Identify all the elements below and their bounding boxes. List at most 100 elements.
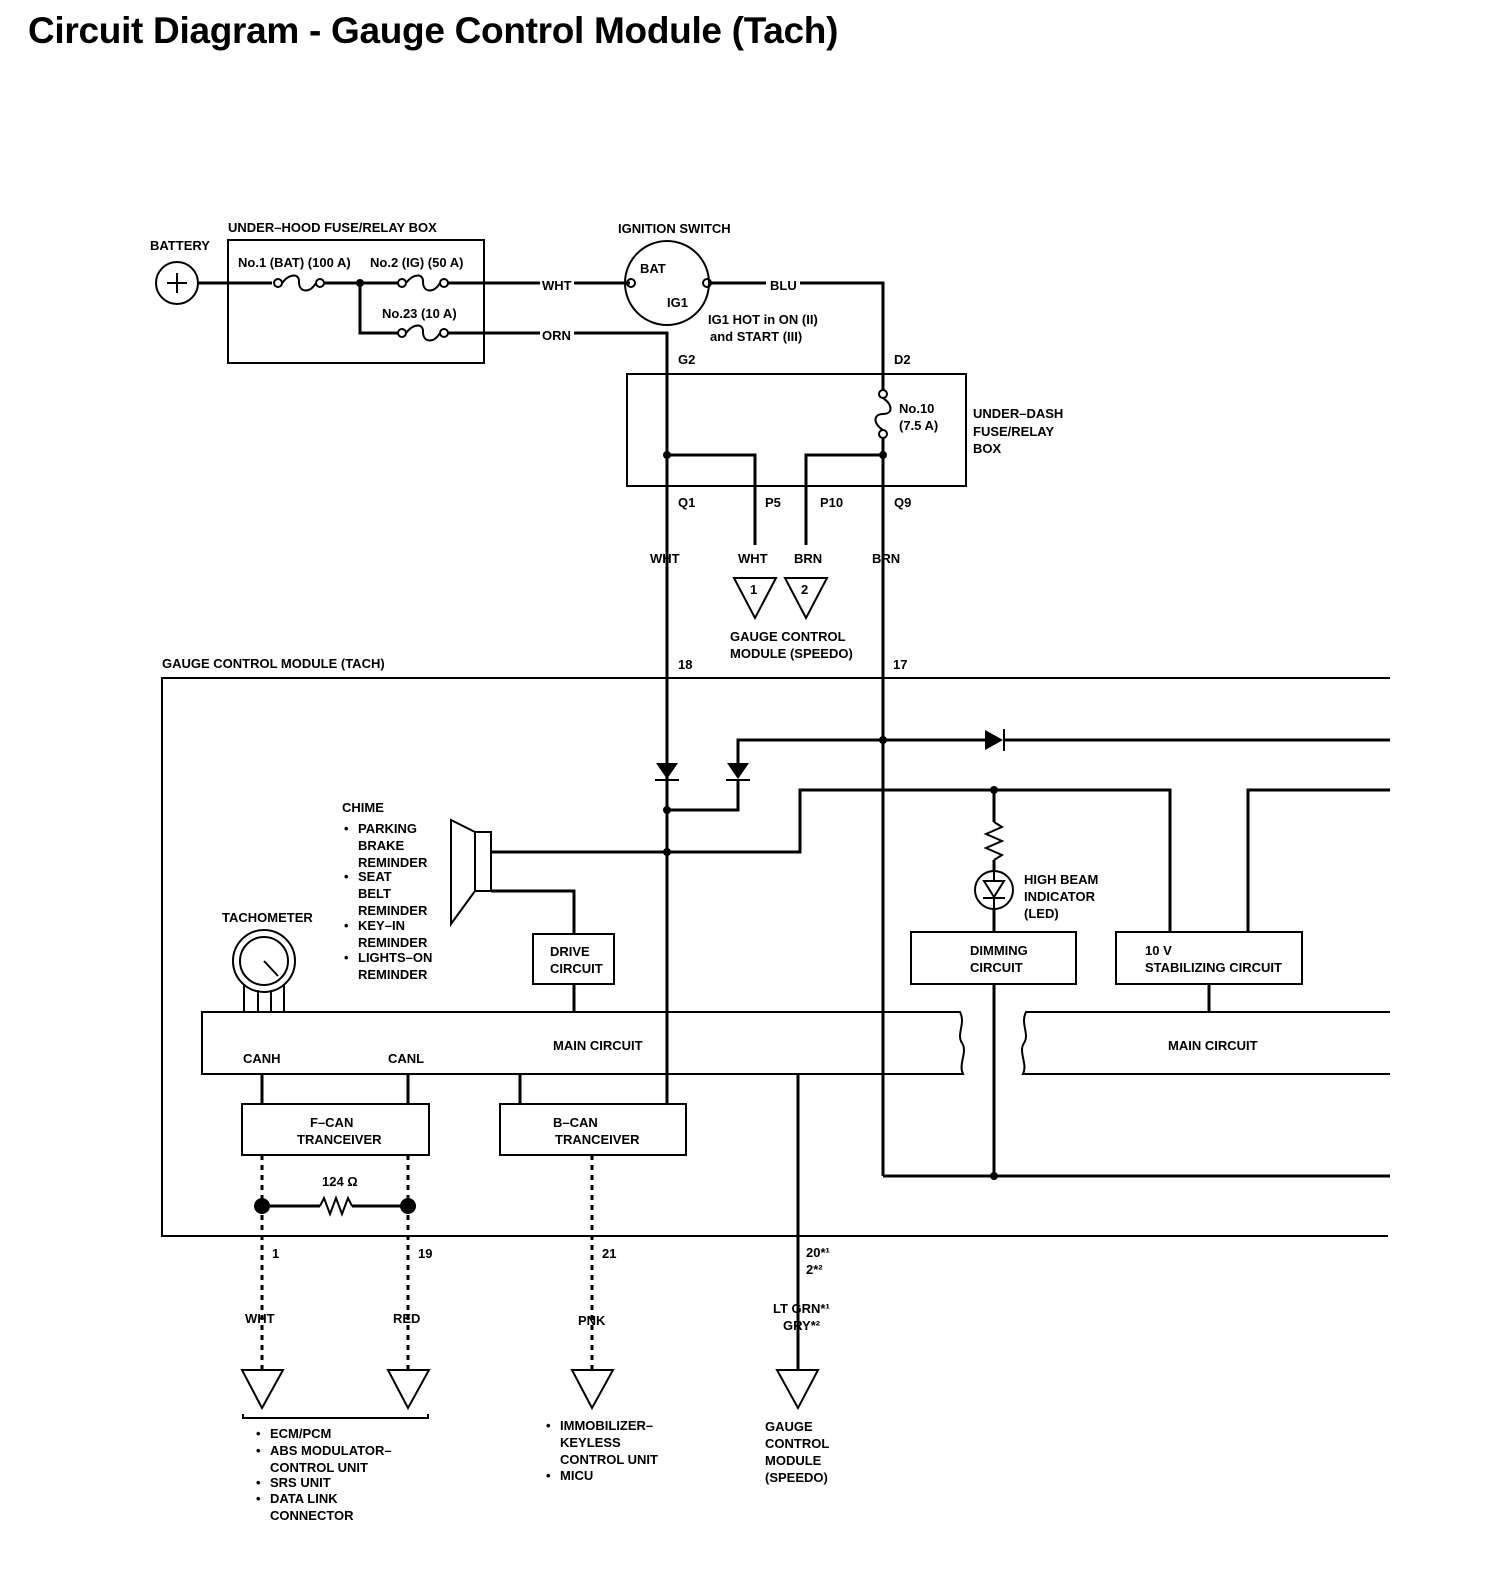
connector-1-triangle — [732, 577, 778, 621]
dest-bullet: • — [256, 1443, 261, 1458]
dimming-circuit-label-2: CIRCUIT — [970, 960, 1023, 975]
main-circuit-right — [1021, 1011, 1390, 1075]
pin-p10-label: P10 — [820, 495, 843, 510]
stabilizing-circuit-label-1: 10 V — [1145, 943, 1172, 958]
fuse-no1-label: No.1 (BAT) (100 A) — [238, 255, 351, 270]
drive-circuit-label-2: CIRCUIT — [550, 961, 603, 976]
tachometer-gauge-icon — [232, 929, 296, 1012]
dest-item: CONTROL UNIT — [270, 1460, 368, 1475]
chime-bullet-3: • — [344, 918, 349, 933]
dest-item: KEYLESS — [560, 1435, 621, 1450]
wire-orn-label: ORN — [542, 328, 571, 343]
connector-bcan-triangle — [570, 1369, 615, 1411]
ignition-switch — [624, 240, 710, 326]
resistor-124-icon — [319, 1195, 353, 1217]
ignition-switch-label: IGNITION SWITCH — [618, 221, 731, 236]
connector-speedo-triangle — [775, 1369, 820, 1411]
dimming-circuit-box — [910, 931, 1077, 985]
stabilizing-circuit-box — [1115, 931, 1303, 985]
chime-item: PARKING — [358, 821, 417, 836]
dest-bullet: • — [546, 1468, 551, 1483]
battery-label: BATTERY — [150, 238, 210, 253]
connector-canl-triangle — [386, 1369, 431, 1411]
dest-item: IMMOBILIZER– — [560, 1418, 653, 1433]
can-bracket — [242, 1414, 429, 1419]
diode-icon — [655, 763, 679, 781]
wire-brn-q9-label: BRN — [872, 551, 900, 566]
fuse-no1-icon — [273, 274, 325, 292]
dest-bullet: • — [546, 1418, 551, 1433]
wire-ltgrn-label: LT GRN*¹ — [773, 1301, 830, 1316]
ig1-note-line1: IG1 HOT in ON (II) — [708, 312, 818, 327]
chime-item: SEAT — [358, 869, 392, 884]
pin-q1-label: Q1 — [678, 495, 695, 510]
dest-item: GAUGE — [765, 1419, 813, 1434]
main-circuit-left-label: MAIN CIRCUIT — [553, 1038, 643, 1053]
pin-p5-label: P5 — [765, 495, 781, 510]
resistor-124-label: 124 Ω — [322, 1174, 358, 1189]
gcm-speedo-label-2: MODULE (SPEEDO) — [730, 646, 853, 661]
gcm-tach-label: GAUGE CONTROL MODULE (TACH) — [162, 656, 385, 671]
main-circuit-right-label: MAIN CIRCUIT — [1168, 1038, 1258, 1053]
fuse-no2-icon — [397, 274, 449, 292]
high-beam-label-2: INDICATOR — [1024, 889, 1096, 904]
fuse-no10-label-1: No.10 — [899, 401, 934, 416]
pin-21-label: 21 — [602, 1246, 616, 1261]
dest-item: CONTROL — [765, 1436, 829, 1451]
pin-17-label: 17 — [893, 657, 907, 672]
connector-1-label: 1 — [750, 582, 757, 597]
dest-bullet: • — [256, 1426, 261, 1441]
chime-item: KEY–IN — [358, 918, 405, 933]
gcm-tach-boundary — [161, 677, 1390, 1237]
dest-item: MICU — [560, 1468, 593, 1483]
dest-item: CONTROL UNIT — [560, 1452, 658, 1467]
pin-18-label: 18 — [678, 657, 692, 672]
wire-wht-label: WHT — [542, 278, 572, 293]
chime-item: REMINDER — [358, 967, 428, 982]
chime-label: CHIME — [342, 800, 384, 815]
connector-2-triangle — [783, 577, 829, 621]
wire-blu-label: BLU — [770, 278, 797, 293]
chime-speaker-icon — [450, 818, 492, 928]
connector-canh-triangle — [240, 1369, 285, 1411]
wire-wht-bottom-label: WHT — [245, 1311, 275, 1326]
dimming-circuit-label-1: DIMMING — [970, 943, 1028, 958]
dest-item: ABS MODULATOR– — [270, 1443, 392, 1458]
fuse-no10-label-2: (7.5 A) — [899, 418, 938, 433]
fuse-no23-icon — [397, 324, 449, 342]
wire-wht-p5-label: WHT — [738, 551, 768, 566]
pin-d2-label: D2 — [894, 352, 911, 367]
underhood-fuse-box — [227, 239, 485, 364]
underdash-label-3: BOX — [973, 441, 1002, 456]
chime-bullet-2: • — [344, 869, 349, 884]
fcan-tranceiver-box — [241, 1103, 430, 1156]
chime-bullet-4: • — [344, 950, 349, 965]
resistor-icon — [983, 821, 1005, 861]
fuse-no10-icon — [874, 389, 892, 439]
chime-item: REMINDER — [358, 903, 428, 918]
chime-bullet-1: • — [344, 821, 349, 836]
led-icon — [974, 870, 1014, 910]
pin-q9-label: Q9 — [894, 495, 911, 510]
pin-1-label: 1 — [272, 1246, 279, 1261]
wire-red-label: RED — [393, 1311, 420, 1326]
dest-item: DATA LINK — [270, 1491, 338, 1506]
underdash-fuse-box — [626, 373, 967, 487]
wire-brn-p10-label: BRN — [794, 551, 822, 566]
chime-item: BRAKE — [358, 838, 405, 853]
diode-icon — [985, 729, 1005, 751]
drive-circuit-box — [532, 933, 615, 985]
gcm-speedo-label-1: GAUGE CONTROL — [730, 629, 846, 644]
wire-wht-q1-label: WHT — [650, 551, 680, 566]
connector-2-label: 2 — [801, 582, 808, 597]
fcan-label-1: F–CAN — [310, 1115, 353, 1130]
pin-g2-label: G2 — [678, 352, 695, 367]
dest-item: ECM/PCM — [270, 1426, 331, 1441]
fuse-no23-label: No.23 (10 A) — [382, 306, 457, 321]
canl-label: CANL — [388, 1051, 424, 1066]
underdash-label-1: UNDER–DASH — [973, 406, 1063, 421]
fcan-label-2: TRANCEIVER — [297, 1132, 382, 1147]
fuse-no2-label: No.2 (IG) (50 A) — [370, 255, 463, 270]
stabilizing-circuit-label-2: STABILIZING CIRCUIT — [1145, 960, 1282, 975]
